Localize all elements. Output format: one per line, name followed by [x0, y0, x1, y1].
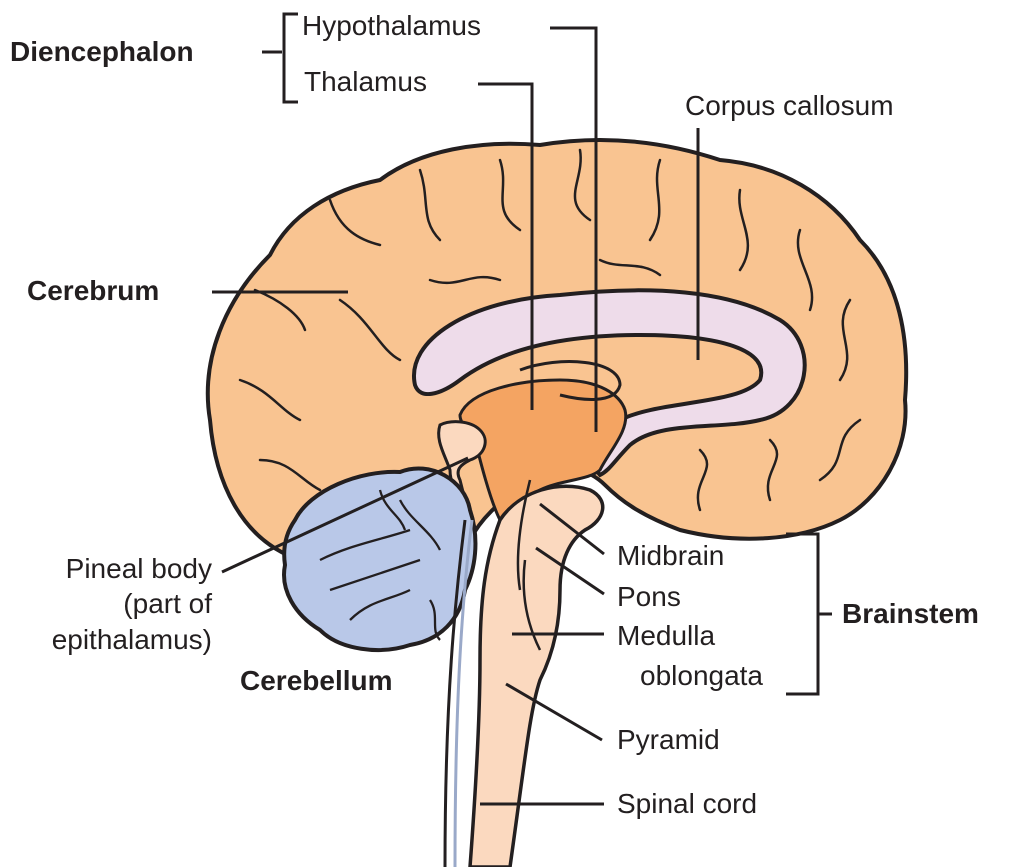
corpus-callosum-shape — [411, 288, 807, 478]
label-midbrain: Midbrain — [617, 540, 725, 571]
leader-lines — [212, 12, 832, 806]
diencephalon-bracket — [262, 12, 298, 104]
label-medulla: Medulla — [617, 620, 716, 651]
label-brainstem: Brainstem — [842, 598, 979, 629]
label-cerebrum: Cerebrum — [27, 275, 160, 306]
label-pons: Pons — [617, 581, 681, 612]
spinal-canal-line-2 — [453, 519, 474, 867]
hypothalamus-leader — [550, 26, 598, 432]
label-cerebellum: Cerebellum — [240, 665, 393, 696]
thalamus-outline — [519, 360, 622, 401]
pineal-leader — [221, 456, 469, 574]
label-corpus-callosum: Corpus callosum — [685, 90, 894, 121]
cerebral-sulci — [238, 148, 862, 512]
thalamus-leader — [478, 82, 534, 410]
label-pineal-body-3: epithalamus) — [51, 624, 212, 655]
cerebellar-folia — [319, 489, 442, 641]
midbrain-outline — [516, 479, 532, 591]
brainstem-shape — [468, 484, 605, 867]
label-pyramid: Pyramid — [617, 724, 720, 755]
label-diencephalon: Diencephalon — [10, 36, 194, 67]
pyramid-leader — [505, 682, 603, 742]
label-spinal-cord: Spinal cord — [617, 788, 758, 819]
midbrain-leader — [539, 502, 605, 556]
pons-outline — [522, 559, 542, 651]
pons-leader — [535, 546, 605, 596]
label-pineal-body: Pineal body — [65, 553, 212, 584]
label-pineal-body-2: (part of — [123, 588, 212, 619]
cerebellum-shape — [282, 466, 478, 652]
label-medulla-2: oblongata — [640, 660, 764, 691]
spinal-canal-line — [443, 519, 467, 867]
brainstem-bracket — [786, 532, 832, 696]
label-hypothalamus: Hypothalamus — [302, 10, 481, 41]
label-thalamus: Thalamus — [304, 66, 427, 97]
